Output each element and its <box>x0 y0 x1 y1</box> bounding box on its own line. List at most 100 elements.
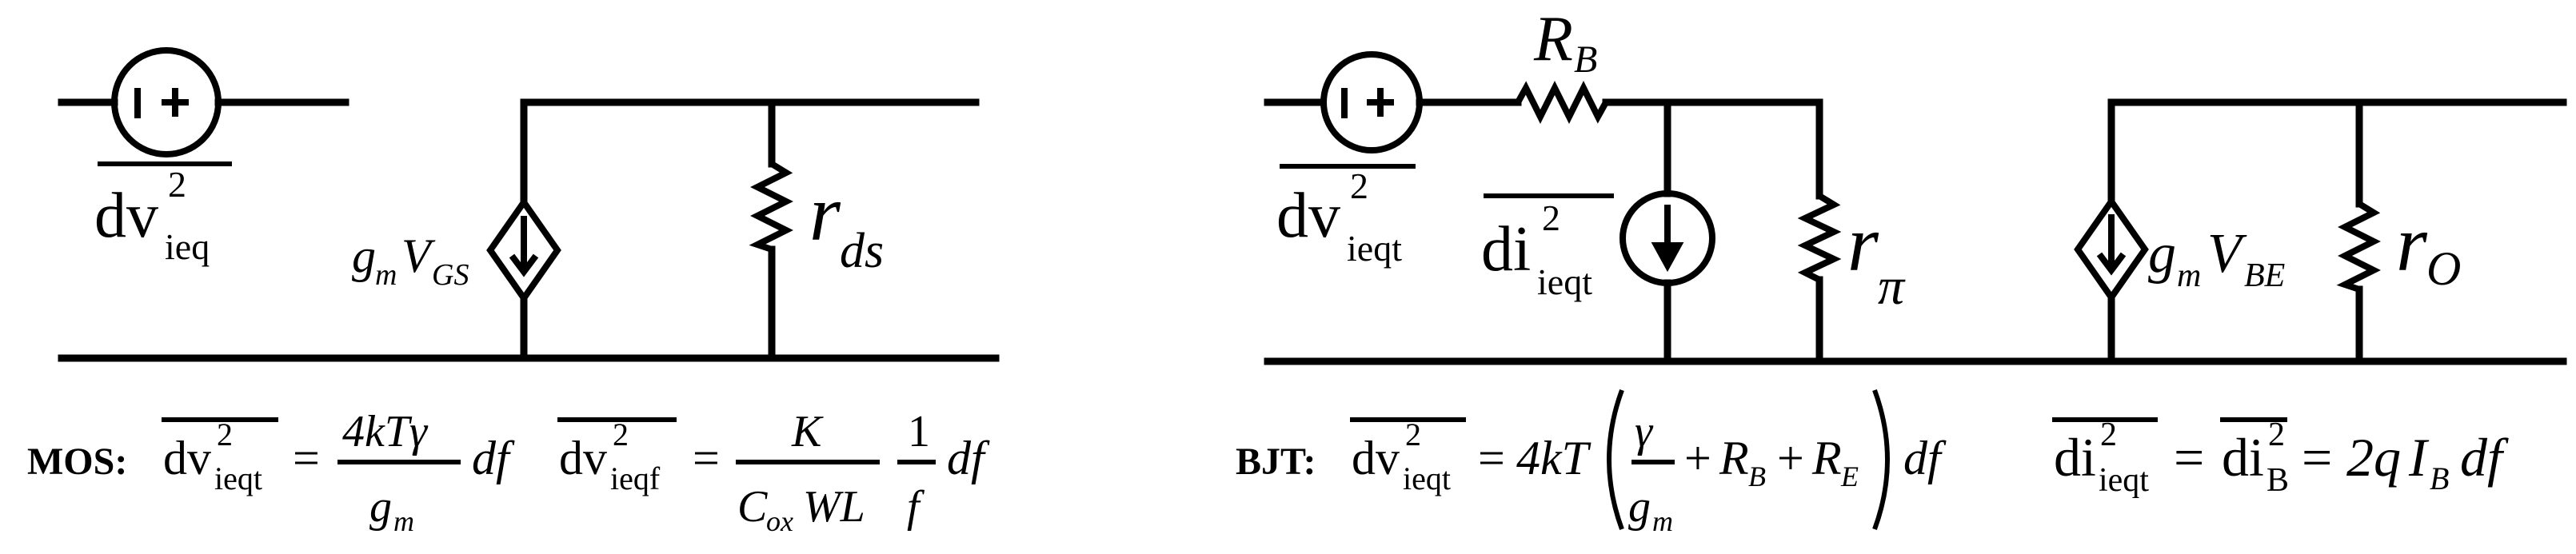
formula-text-mos-formula-num3: 1 <box>908 407 930 456</box>
bjt-rb-resistor <box>1515 81 1609 124</box>
formula-text-mos-gm-label-sub: GS <box>432 258 469 292</box>
circuit-stroke <box>1619 190 1715 286</box>
formula-text-mos-gm-label-V: V <box>401 229 436 282</box>
formula-text-bjt-formula-RB: R <box>1719 432 1749 484</box>
formula-text-bjt-formula-term2-sup: 2 <box>2100 416 2117 453</box>
formula-text-mos-formula-den1-g: g <box>369 482 392 532</box>
formula-text-mos-formula-term1-base: dv <box>163 432 211 484</box>
formula-text-mos-rds-label-r: r <box>809 169 841 257</box>
mos-formula-prefix: MOS: <box>27 440 127 483</box>
bjt-noise-voltage-source <box>1320 51 1423 153</box>
bjt-rb-label: R B <box>1533 4 1597 81</box>
formula-text-bjt-formula-plus1: + <box>1684 432 1711 484</box>
formula-text-mos-gm-label-m: m <box>375 258 397 292</box>
circuit-stroke <box>1651 242 1684 273</box>
formula-text-bjt-formula-gamma: γ <box>1635 407 1654 456</box>
formula-text-bjt-i-source-label-sub: ieqt <box>1537 261 1592 302</box>
bjt-i-source-label: di 2 ieqt <box>1481 193 1614 302</box>
bjt-formula-right-paren <box>1872 389 1890 531</box>
formula-text-mos-formula-den1-sub: m <box>393 505 414 537</box>
formula-text-bjt-formula-term1-sup: 2 <box>1405 416 1421 452</box>
mos-noise-voltage-source <box>111 47 222 157</box>
formula-text-bjt-formula-term2-sub: ieqt <box>2099 462 2149 499</box>
bjt-dependent-current-source <box>2074 196 2149 303</box>
bjt-gm-vbe-label: g m V BE <box>2148 223 2285 294</box>
formula-text-bjt-formula-eq3: = <box>2302 427 2332 488</box>
formula-text-mos-formula-df2: df <box>947 432 990 484</box>
formula-text-bjt-formula-rhs-df: df <box>2460 427 2509 488</box>
formula-text-bjt-formula-term3-sub: B <box>2266 462 2289 499</box>
formula-text-mos-formula-term2-base: dv <box>559 432 607 484</box>
formula-text-bjt-v-source-label-base: dv <box>1276 181 1340 251</box>
formula-text-bjt-ro-label-r: r <box>2396 199 2428 288</box>
formula-text-bjt-formula-rhs-sub: B <box>2430 460 2449 496</box>
formula-text-bjt-formula-term1-base: dv <box>1352 432 1400 484</box>
formula-text-bjt-formula-RB-sub: B <box>1748 460 1766 492</box>
formula-text-bjt-gm-label-V: V <box>2207 223 2247 285</box>
formula-text-bjt-v-source-label-sub: ieqt <box>1347 228 1402 269</box>
formula-text-mos-source-label-sup: 2 <box>168 164 186 205</box>
formula-text-bjt-gm-label-m: m <box>2177 257 2201 294</box>
bjt-noise-formula: BJT: dv 2 ieqt = 4kT γ g m + R B + R E d… <box>1236 389 2509 537</box>
formula-text-bjt-rpi-label-sub: π <box>1878 257 1906 316</box>
bjt-noise-current-source <box>1619 190 1715 286</box>
mos-noise-formula: MOS: dv 2 ieqt = 4kTγ g m df dv 2 ieqf =… <box>27 407 990 537</box>
circuit-stroke <box>2096 252 2127 276</box>
formula-text-mos-formula-term1-sub: ieqt <box>214 460 262 496</box>
formula-text-mos-formula-num1: 4kTγ <box>342 407 429 456</box>
formula-text-bjt-gm-label-sub: BE <box>2244 257 2285 294</box>
bjt-rpi-label: r π <box>1847 199 1906 316</box>
bjt-formula-prefix: BJT: <box>1236 440 1316 483</box>
mos-rds-label: r ds <box>809 169 884 278</box>
formula-text-bjt-formula-gsub: m <box>1652 505 1673 537</box>
formula-text-bjt-formula-coef: 4kT <box>1516 432 1592 484</box>
formula-text-bjt-i-source-label-base: di <box>1481 214 1531 285</box>
formula-text-bjt-rb-label-sub: B <box>1574 38 1597 81</box>
formula-text-mos-gm-label-g: g <box>352 229 376 282</box>
formula-text-mos-source-label-sub: ieq <box>165 226 210 267</box>
formula-text-mos-rds-label-sub: ds <box>840 224 884 278</box>
formula-text-bjt-formula-RE-sub: E <box>1840 460 1859 492</box>
formula-text-bjt-formula-plus2: + <box>1777 432 1804 484</box>
formula-text-mos-formula-eq2: = <box>693 432 720 484</box>
formula-text-bjt-formula-RE: R <box>1811 432 1842 484</box>
formula-text-mos-source-label-base: dv <box>94 181 158 251</box>
formula-text-mos-formula-den2-C: C <box>737 482 768 532</box>
circuit-stroke <box>486 197 561 304</box>
bjt-ro-resistor <box>2336 201 2381 293</box>
formula-text-mos-formula-eq: = <box>293 432 320 484</box>
formula-text-mos-formula-den2-rest: WL <box>803 482 865 532</box>
formula-text-bjt-i-source-label-sup: 2 <box>1542 197 1560 238</box>
formula-text-mos-formula-num2: K <box>791 407 824 456</box>
formula-text-mos-formula-term1-sup: 2 <box>217 416 233 452</box>
formula-text-bjt-gm-label-g: g <box>2148 223 2176 285</box>
formula-text-mos-formula-df1: df <box>472 432 515 484</box>
bjt-v-source-label: dv 2 ieqt <box>1276 164 1416 269</box>
bjt-formula-left-paren <box>1607 389 1624 531</box>
formula-text-mos-formula-term2-sup: 2 <box>613 416 629 452</box>
mos-source-label: dv 2 ieq <box>94 161 232 267</box>
mos-rds-resistor <box>749 161 793 253</box>
formula-text-mos-formula-term2-sub: ieqf <box>610 460 661 496</box>
formula-text-mos-formula-den3: f <box>907 482 925 532</box>
formula-text-bjt-formula-term3-sup: 2 <box>2268 416 2285 453</box>
circuit-stroke <box>509 253 539 277</box>
mos-gm-vgs-label: g m V GS <box>352 229 469 292</box>
mos-circuit <box>58 47 1000 362</box>
circuit-stroke <box>111 47 222 157</box>
bjt-rpi-resistor <box>1797 193 1842 283</box>
formula-text-mos-formula-den2-sub: ox <box>766 505 793 537</box>
circuit-stroke <box>2074 196 2149 303</box>
formula-text-bjt-formula-rhs-coef: 2q <box>2346 427 2401 488</box>
formula-text-bjt-formula-g: g <box>1628 482 1651 532</box>
bjt-circuit <box>1264 51 2567 365</box>
formula-text-bjt-rb-label-R: R <box>1533 4 1573 74</box>
formula-text-bjt-rpi-label-r: r <box>1847 199 1879 288</box>
formula-text-bjt-formula-eq2: = <box>2174 427 2204 488</box>
formula-text-bjt-formula-term1-sub: ieqt <box>1403 460 1451 496</box>
bjt-ro-label: r O <box>2396 199 2461 295</box>
formula-text-bjt-formula-eq: = <box>1478 432 1505 484</box>
formula-text-bjt-formula-rhs-I: I <box>2408 427 2430 488</box>
formula-text-bjt-formula-df: df <box>1903 432 1947 484</box>
